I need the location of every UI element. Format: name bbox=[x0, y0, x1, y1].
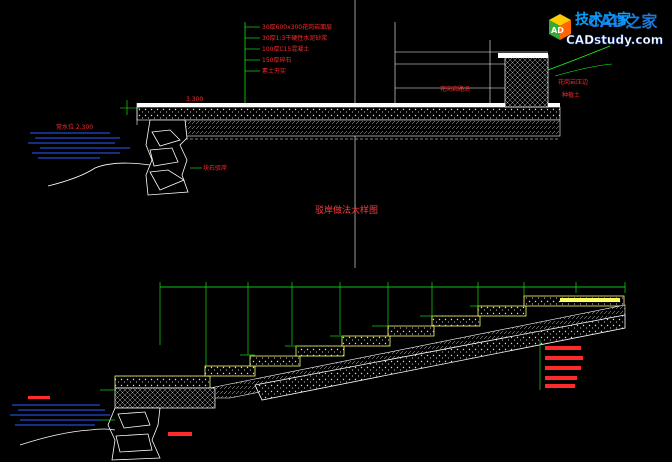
stair-treads bbox=[114, 295, 625, 389]
layer-note-4: 150厚碎石 bbox=[262, 56, 291, 64]
water-lines-bottom bbox=[10, 404, 110, 426]
concrete-layer bbox=[179, 119, 561, 137]
soil-label: 种植土 bbox=[562, 91, 580, 99]
watermark-logo: AD 技术之家 CAD之家 CADstudy.com bbox=[549, 11, 663, 47]
dimension-ticks bbox=[159, 282, 626, 370]
stone-retaining-wall-bottom bbox=[107, 407, 161, 461]
stone-retaining-wall bbox=[145, 119, 189, 196]
layer-note-1: 30厚600x300花岗岩面层 bbox=[262, 23, 332, 31]
cube-logo-icon: AD bbox=[549, 14, 571, 40]
top-section-drawing: 30厚600x300花岗岩面层 30厚1:3干硬性水泥砂浆 100厚C15混凝土… bbox=[28, 0, 613, 268]
logo-letters: AD bbox=[551, 26, 564, 35]
bottom-section-drawing bbox=[10, 282, 626, 461]
stair-gravel-base bbox=[254, 314, 626, 401]
watermark-cad: CAD之家 bbox=[588, 12, 658, 31]
section-title: 驳岸做法大样图 bbox=[315, 204, 378, 216]
water-level-label: 常水位 2.300 bbox=[56, 123, 93, 131]
layer-note-3: 100厚C15混凝土 bbox=[262, 45, 309, 53]
watermark-site: CADstudy.com bbox=[566, 33, 663, 47]
water-lines bbox=[28, 132, 130, 159]
stone-wall-label: 块石驳岸 bbox=[203, 164, 227, 172]
edge-label: 花岗岩压边 bbox=[558, 78, 588, 86]
annotation-red-bars bbox=[28, 346, 583, 436]
layer-note-2: 30厚1:3干硬性水泥砂浆 bbox=[262, 34, 327, 42]
watermark-brand: 技术之家 bbox=[575, 11, 632, 28]
gravel-layer bbox=[136, 106, 561, 121]
elevation-label: 3.300 bbox=[186, 96, 203, 103]
paving-surface-layer bbox=[137, 103, 560, 107]
layer-note-5: 素土夯实 bbox=[262, 67, 286, 75]
granite-curb bbox=[504, 54, 549, 108]
curb-label: 花岗岩路沿 bbox=[440, 85, 470, 93]
